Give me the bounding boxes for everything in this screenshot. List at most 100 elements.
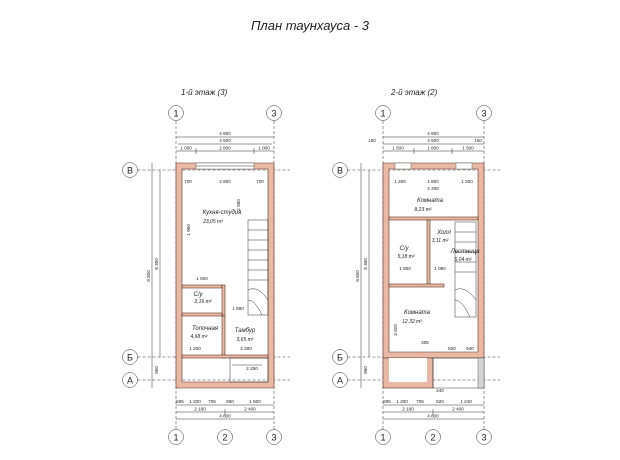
room-area-boiler-f1: 4,68 m²	[191, 334, 208, 340]
svg-text:1: 1	[380, 109, 385, 119]
dim-bottom-mid-f1: 2 100	[194, 407, 206, 412]
room-name-stairs-f2: Лестница	[450, 249, 481, 255]
dim-left-overall-f2: 9 800	[355, 270, 360, 282]
inner-dim-f1: 1 960	[186, 224, 191, 236]
dim-top-seg-2-f1: 2 800	[219, 146, 231, 151]
axis-marker-2-bottom-f2: 2	[425, 429, 441, 445]
room-name-vestibule-f1: Тамбур	[235, 328, 256, 334]
inner-dim-f1: 700	[184, 179, 192, 184]
inner-dim-f2: 240	[436, 388, 444, 393]
inner-dim-f1: 2 080	[236, 199, 241, 211]
inner-dim-f2: 1 800	[399, 266, 411, 271]
dim-bottom-seg-f1: 695	[176, 399, 184, 404]
floor-1-label: 1-й этаж (3)	[181, 88, 228, 97]
inner-dim-f1: 2 250	[246, 366, 258, 371]
dim-top-seg-3-f1: 1 000	[258, 146, 270, 151]
dim-left-inner-f2: 8 350	[363, 258, 368, 270]
dim-bottom-seg-f1: 1 200	[189, 399, 201, 404]
inner-dim-f1: 2 800	[219, 179, 231, 184]
svg-text:1: 1	[380, 433, 385, 443]
dim-top-seg-f2: 1 800	[427, 146, 439, 151]
dim-bottom-overall-f2: 4 800	[427, 414, 439, 419]
dim-left-inner-f1: 8 350	[154, 258, 159, 270]
svg-text:А: А	[127, 376, 133, 386]
floor-2-plan: 1 3 4 800 150 4 500 150 1 500 1 800 1 50…	[332, 105, 500, 445]
axis-marker-V-f2: В	[332, 162, 500, 178]
inner-dim-f2: 1 080	[434, 266, 446, 271]
svg-text:А: А	[337, 376, 343, 386]
room-name-wc-f1: С/у	[194, 292, 204, 298]
inner-dim-f2: 1 200	[461, 179, 473, 184]
svg-text:3: 3	[481, 433, 486, 443]
dim-bottom-overall-f1: 4 800	[219, 414, 231, 419]
dim-bottom-seg-f2: 820	[436, 399, 444, 404]
room-area-wc-f2: 5,18 m²	[398, 254, 415, 260]
staircase-f1	[247, 219, 269, 316]
svg-text:3: 3	[271, 433, 276, 443]
room-area-kitchen-f1: 23,05 m²	[202, 219, 223, 225]
room-name-boiler-f1: Топочная	[192, 326, 219, 332]
room-area-vestibule-f1: 3,65 m²	[237, 337, 254, 343]
axis-marker-3-bottom-f2: 3	[476, 429, 492, 445]
room-name-bedroom-top-f2: Комната	[417, 198, 444, 204]
svg-text:2: 2	[430, 433, 435, 443]
svg-text:2: 2	[222, 433, 227, 443]
dim-bottom-mid-f1: 2 400	[244, 407, 256, 412]
inner-dim-f2: 3 920	[393, 324, 398, 336]
inner-dim-f1: 1 200	[189, 346, 201, 351]
dim-top-overall-f2: 4 800	[427, 131, 439, 136]
dim-bottom-seg-f2: 1 240	[460, 399, 472, 404]
svg-text:Б: Б	[127, 353, 133, 363]
staircase-f2	[454, 221, 477, 318]
svg-text:1: 1	[173, 109, 178, 119]
dim-bottom-seg-f2: 705	[416, 399, 424, 404]
room-area-bedroom-bottom-f2: 12,32 m²	[402, 319, 422, 325]
axis-marker-1-bottom-f2: 1	[375, 429, 391, 445]
inner-dim-f1: 700	[256, 179, 264, 184]
svg-text:В: В	[127, 166, 133, 176]
svg-text:3: 3	[271, 109, 276, 119]
inner-dim-f1: 2 280	[240, 346, 252, 351]
dim-left-bottom-f1: 950	[154, 366, 159, 374]
floor-1-plan: 1 3 4 800 4 500 1 000 2 800 1 000 В Б	[122, 105, 290, 445]
inner-dim-f2: 1 200	[394, 179, 406, 184]
dim-top-overall-f1: 4 800	[219, 131, 231, 136]
axis-marker-1-top-f1: 1	[168, 105, 184, 121]
dim-top-seg-f2: 1 500	[462, 146, 474, 151]
svg-text:1: 1	[173, 433, 178, 443]
dim-top-seg-f2: 1 500	[392, 146, 404, 151]
axis-marker-1-top-f2: 1	[375, 105, 391, 121]
dim-top-inner-f1: 4 500	[219, 138, 231, 143]
dim-bottom-mid-f2: 2 400	[452, 407, 464, 412]
dim-left-overall-f1: 9 800	[146, 270, 151, 282]
axis-marker-3-top-f2: 3	[476, 105, 492, 121]
inner-dim-f2: 940	[466, 346, 474, 351]
dim-bottom-seg-f2: 695	[383, 399, 391, 404]
axis-marker-V-f1: В	[122, 162, 290, 178]
dim-bottom-mid-f2: 2 100	[402, 407, 414, 412]
axis-marker-1-bottom-f1: 1	[168, 429, 184, 445]
dim-bottom-seg-f1: 1 500	[249, 399, 261, 404]
room-area-wc-f1: 2,16 m²	[194, 299, 212, 305]
axis-marker-A-f1: А	[122, 372, 290, 388]
dim-top-seg-1-f1: 1 000	[180, 146, 192, 151]
room-name-hall-f2: Холл	[436, 230, 451, 236]
svg-text:В: В	[337, 166, 343, 176]
axis-marker-3-top-f1: 3	[266, 105, 282, 121]
inner-dim-f1: 1 920	[196, 276, 208, 281]
inner-dim-f2: 820	[448, 346, 456, 351]
inner-dim-f1: 1 690	[232, 306, 244, 311]
dim-bottom-seg-f1: 705	[208, 399, 216, 404]
dim-top-edge-left-f2: 150	[368, 138, 376, 143]
inner-dim-f2: 305	[421, 340, 429, 345]
svg-text:Б: Б	[337, 353, 343, 363]
room-area-stairs-f2: 5,04 m²	[455, 257, 472, 263]
dim-top-inner-f2: 4 500	[427, 138, 439, 143]
axis-marker-2-bottom-f1: 2	[217, 429, 233, 445]
room-area-bedroom-top-f2: 8,23 m²	[415, 207, 432, 213]
floor-2-label: 2-й этаж (2)	[391, 88, 438, 97]
inner-dim-f2: 1 800	[427, 179, 439, 184]
dim-left-bottom-f2: 950	[363, 366, 368, 374]
room-name-kitchen-f1: Кухня-студия	[203, 210, 242, 216]
